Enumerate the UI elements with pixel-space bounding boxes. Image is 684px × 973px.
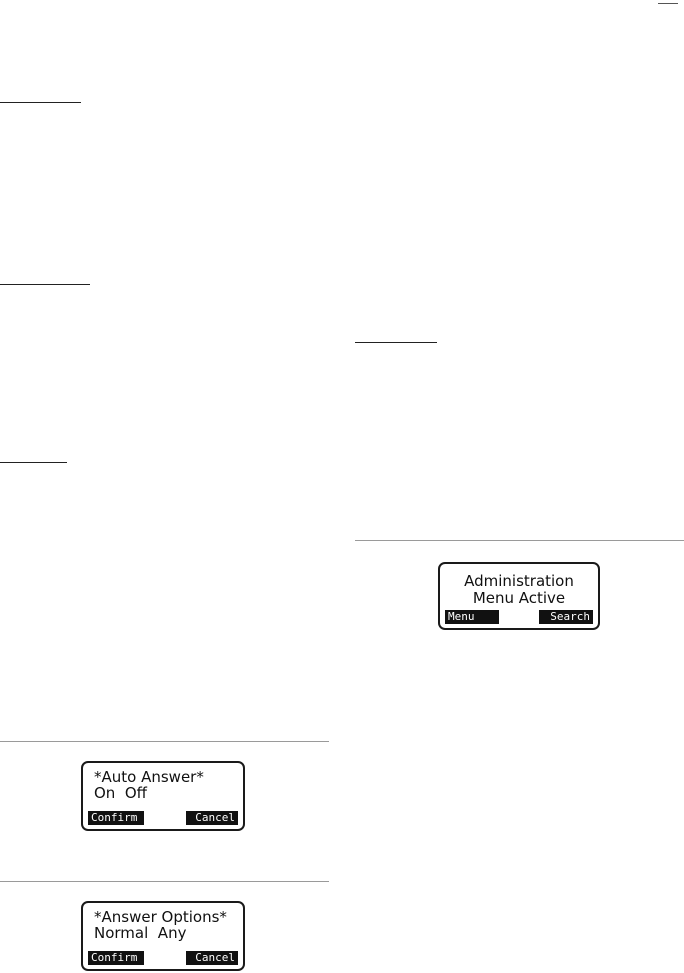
display-answer-options: *Answer Options* Normal Any Confirm Canc… bbox=[81, 901, 245, 971]
display-line-1: *Auto Answer* bbox=[94, 768, 204, 786]
softkey-search[interactable]: Search bbox=[539, 610, 593, 624]
display-administration-menu: Administration Menu Active Menu Search bbox=[438, 562, 600, 630]
display-auto-answer: *Auto Answer* On Off Confirm Cancel bbox=[81, 761, 245, 831]
softkey-cancel[interactable]: Cancel bbox=[186, 951, 238, 965]
heading-underline-1 bbox=[0, 102, 81, 103]
display-line-1: Administration bbox=[464, 572, 574, 590]
page-corner-mark bbox=[658, 3, 678, 4]
softkey-menu[interactable]: Menu bbox=[445, 610, 499, 624]
section-divider-left-2 bbox=[0, 881, 329, 882]
softkey-confirm[interactable]: Confirm bbox=[88, 951, 144, 965]
softkey-confirm[interactable]: Confirm bbox=[88, 811, 144, 825]
softkey-cancel[interactable]: Cancel bbox=[186, 811, 238, 825]
display-line-2: Normal Any bbox=[94, 924, 187, 942]
heading-underline-3 bbox=[0, 462, 67, 463]
display-line-2: Menu Active bbox=[472, 589, 566, 607]
display-line-2: On Off bbox=[94, 784, 147, 802]
heading-underline-4 bbox=[355, 342, 437, 343]
section-divider-right bbox=[355, 540, 684, 541]
display-line-1: *Answer Options* bbox=[94, 908, 227, 926]
heading-underline-2 bbox=[0, 284, 90, 285]
section-divider-left-1 bbox=[0, 741, 329, 742]
